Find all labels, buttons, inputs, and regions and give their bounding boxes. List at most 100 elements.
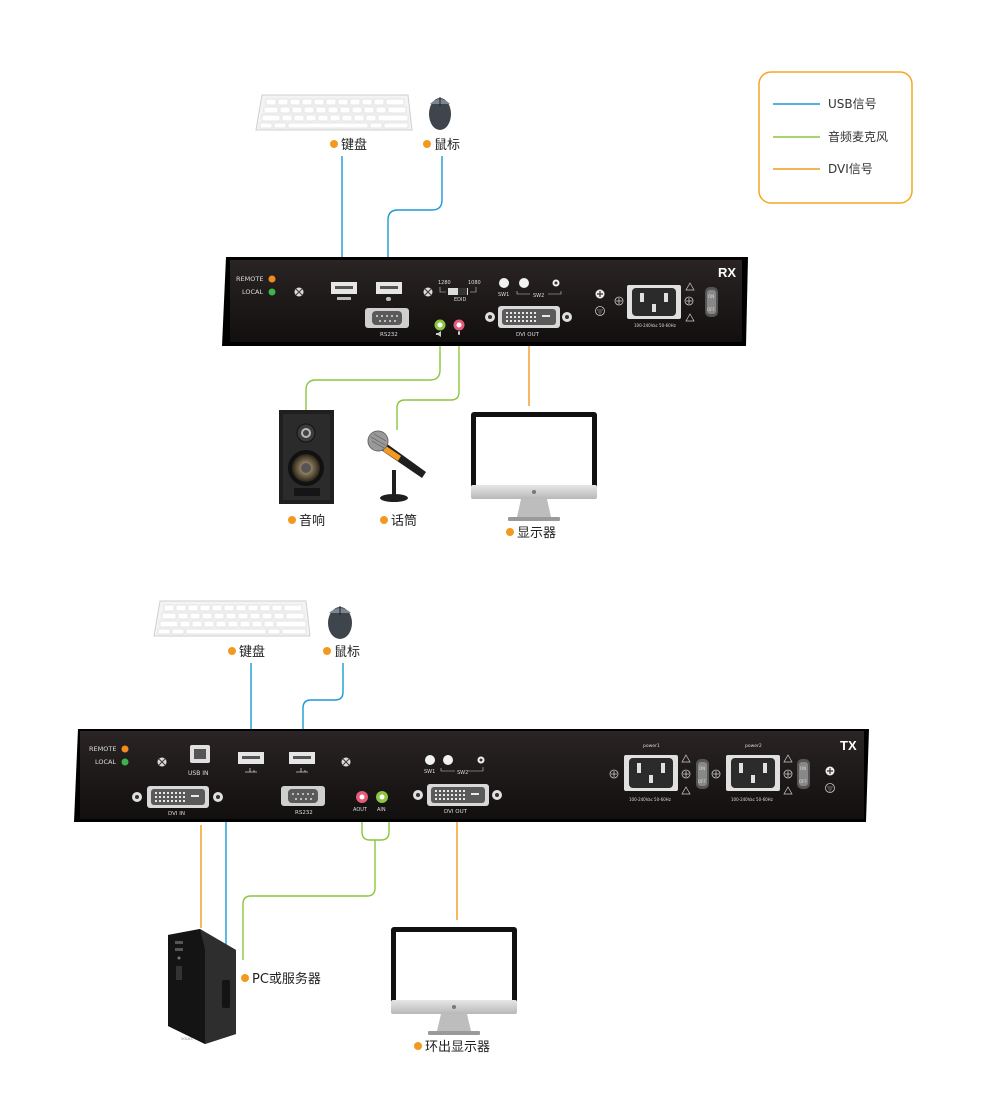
tx-sw2-label: SW2: [457, 770, 468, 776]
rx-monitor-image: [471, 412, 597, 521]
tx-audio-in-jack: [376, 791, 388, 803]
tx-keyboard-bullet: [228, 647, 236, 655]
rx-mic-audio-cable: [396, 332, 460, 430]
tx-aout-label: AOUT: [353, 807, 368, 813]
rx-remote-label: REMOTE: [236, 275, 263, 283]
tx-sw1-button: [425, 755, 435, 765]
tx-rs232-port: [281, 786, 325, 806]
tx-pc-audio-cable: [242, 817, 390, 960]
tx-power1-label: power1: [643, 743, 660, 749]
tx-mouse-usb-cable: [302, 663, 344, 748]
tx-screw-plus-icon-3: [711, 769, 721, 779]
tx-mouse-image: [328, 606, 352, 639]
rx-mouse-bullet: [423, 140, 431, 148]
tx-loop-monitor-bullet: [414, 1042, 422, 1050]
rx-keyboard-image: [255, 94, 413, 131]
rx-badge: RX: [718, 265, 736, 280]
legend-dvi-label: DVI信号: [828, 162, 873, 176]
tx-warning-icon-2: [783, 754, 793, 795]
tx-mouse-label: 鼠标: [334, 645, 360, 660]
rx-speaker-image: [279, 410, 334, 504]
rx-mic-in-jack: [453, 319, 465, 331]
tx-screw-icon: [157, 757, 167, 767]
rx-keyboard-port-icon: [337, 297, 351, 300]
tx-dvi-in-label: DVI IN: [168, 811, 185, 817]
tx-keyboard-image: [153, 600, 311, 637]
tx-power2-switch: ON OFF: [797, 759, 810, 789]
rx-speaker-audio-cable: [305, 332, 441, 412]
tx-keyboard-label: 键盘: [239, 644, 265, 660]
rx-usb-port-keyboard: [331, 282, 357, 300]
tx-ain-label: AIN: [377, 807, 386, 813]
rx-sw2-button: [519, 278, 529, 288]
legend-usb-label: USB信号: [828, 97, 877, 111]
usb-symbol-icon: [245, 768, 257, 773]
tx-usb-in-label: USB IN: [188, 770, 208, 777]
tx-power1-off-label: OFF: [698, 779, 706, 784]
tx-remote-label: REMOTE: [89, 745, 116, 753]
rx-local-label: LOCAL: [242, 288, 263, 296]
tx-power2-inlet: power2 100-240Vac 50-60Hz: [711, 743, 793, 802]
tx-power2-off-label: OFF: [799, 779, 807, 784]
rx-rs232-port: [365, 308, 409, 328]
rx-speaker-bullet: [288, 516, 296, 524]
tx-power1-on-label: ON: [699, 766, 705, 771]
mic-small-icon: [458, 331, 460, 335]
tx-sw2-button: [443, 755, 453, 765]
usb-symbol-icon-2: [296, 768, 308, 773]
rx-res2-label: 1080: [468, 280, 481, 286]
tx-loop-monitor-image: [391, 927, 517, 1035]
legend-audio-label: 音频麦克风: [828, 129, 888, 144]
tx-pc-image: VOLKS: [168, 929, 236, 1044]
rx-usb-port-mouse: [376, 282, 402, 301]
tx-screw-plus-icon: [609, 769, 619, 779]
rx-sw-led: [552, 279, 560, 287]
rx-mouse-port-icon: [386, 297, 391, 301]
tx-ground-icon: [825, 766, 835, 793]
tx-power2-rating: 100-240Vac 50-60Hz: [731, 797, 773, 802]
rx-power-switch: ON OFF: [705, 287, 718, 317]
rx-dvi-out-port: [485, 306, 572, 328]
rx-mouse-label: 鼠标: [434, 138, 460, 153]
rx-rs232-label: RS232: [380, 332, 398, 338]
rx-screw-icon: [294, 287, 304, 297]
tx-screw-plus-icon-4: [783, 769, 793, 779]
rx-sw1-button: [499, 278, 509, 288]
rx-warning-icon: [685, 282, 695, 322]
rx-monitor-label: 显示器: [517, 526, 556, 541]
rx-device-panel: RX REMOTE LOCAL 1280 1080 EDID RS232: [222, 257, 748, 346]
rx-ground-icon: [595, 289, 605, 316]
tx-power2-label: power2: [745, 743, 762, 749]
tx-remote-led: [121, 745, 129, 753]
tx-dvi-out-label: DVI OUT: [444, 809, 468, 815]
tx-badge: TX: [840, 738, 857, 753]
rx-mouse-image: [429, 97, 451, 130]
rx-dvi-out-label: DVI OUT: [516, 332, 540, 338]
tx-usb-port-mouse: [289, 752, 315, 773]
rx-local-led: [268, 288, 276, 296]
rx-edid-switch: [439, 287, 477, 295]
tx-mouse-bullet: [323, 647, 331, 655]
rx-screw-plus-icon-2: [684, 296, 694, 306]
tx-sw-led: [477, 756, 485, 764]
rx-edid-label: EDID: [454, 297, 466, 303]
rx-monitor-bullet: [506, 528, 514, 536]
rx-sw1-label: SW1: [498, 292, 509, 298]
rx-keyboard-bullet: [330, 140, 338, 148]
rx-mouse-usb-cable: [387, 156, 443, 270]
rx-microphone-bullet: [380, 516, 388, 524]
speaker-small-icon: [436, 331, 441, 337]
tx-power1-rating: 100-240Vac 50-60Hz: [629, 797, 671, 802]
tx-pc-brand: VOLKS: [181, 1037, 193, 1041]
tx-dvi-in-port: [132, 786, 223, 808]
tx-screw-plus-icon-2: [681, 769, 691, 779]
rx-speaker-label: 音响: [299, 513, 325, 529]
rx-off-label: OFF: [707, 307, 715, 312]
rx-power-inlet: 100-240Vac 50-60Hz: [614, 282, 695, 328]
tx-dvi-out-port: [413, 784, 502, 806]
tx-sw1-label: SW1: [424, 769, 435, 775]
tx-power1-switch: ON OFF: [696, 759, 709, 789]
tx-local-led: [121, 758, 129, 766]
tx-local-label: LOCAL: [95, 758, 116, 766]
